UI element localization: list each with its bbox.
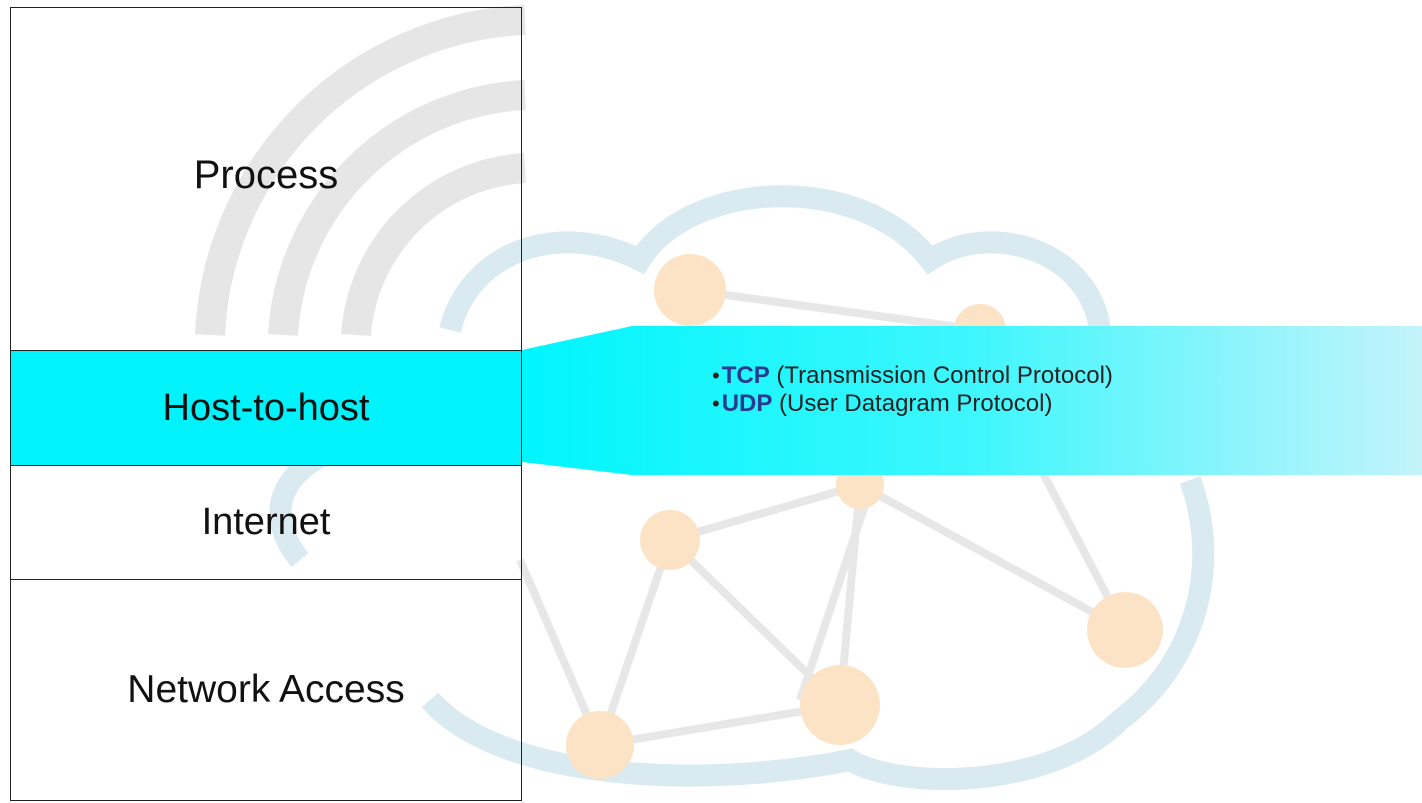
layer-internet-label: Internet xyxy=(201,501,331,543)
bullet-desc-udp: (User Datagram Protocol) xyxy=(772,390,1053,417)
bullet-dot: • xyxy=(712,391,720,416)
layer-process-label: Process xyxy=(193,152,339,197)
bullet-name-tcp: TCP xyxy=(721,362,770,389)
bullet-name-udp: UDP xyxy=(721,390,773,417)
layer-host-to-host: Host-to-host xyxy=(11,350,521,465)
protocol-layer-stack: Process Host-to-host Internet Network Ac… xyxy=(10,7,522,801)
layer-host-to-host-label: Host-to-host xyxy=(162,386,370,429)
layer-process: Process xyxy=(11,8,521,350)
layer-network-access-label: Network Access xyxy=(127,668,405,711)
bullet-desc-tcp: (Transmission Control Protocol) xyxy=(769,362,1113,389)
bullet-item-udp: •UDP (User Datagram Protocol) xyxy=(712,390,1113,418)
layer-network-access: Network Access xyxy=(11,579,521,800)
callout-bullet-list: •TCP (Transmission Control Protocol) •UD… xyxy=(712,362,1113,418)
signal-arcs-decoration xyxy=(195,5,527,337)
bullet-dot: • xyxy=(712,363,720,388)
bullet-item-tcp: •TCP (Transmission Control Protocol) xyxy=(712,362,1113,390)
layer-internet: Internet xyxy=(11,465,521,579)
